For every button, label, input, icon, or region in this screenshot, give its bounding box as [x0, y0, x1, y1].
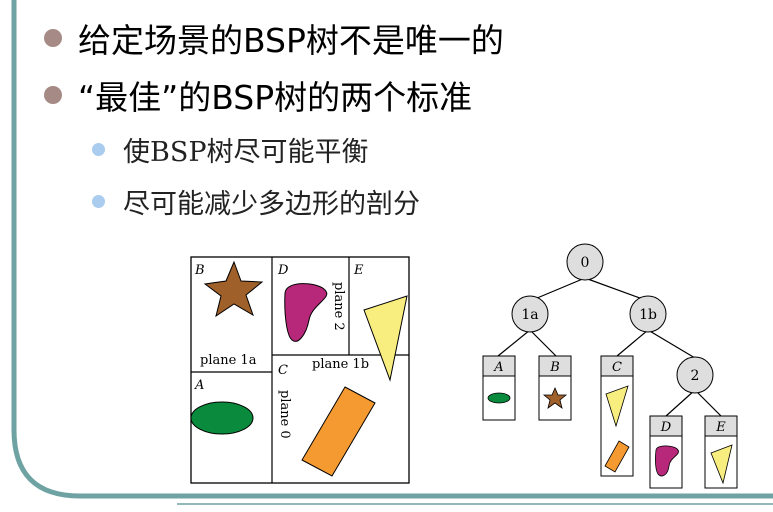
- tree-leaf-a-label: A: [493, 360, 503, 375]
- tree-leaf-e-label: E: [715, 420, 726, 435]
- blob-shape: [284, 283, 328, 342]
- tree-node-0: [566, 243, 604, 281]
- tree-node-0-label: 0: [581, 255, 590, 271]
- region-label-b: B: [194, 263, 205, 278]
- bsp-tree: 0 1a 1b 2 A B C D: [482, 243, 738, 489]
- bullet-dot: [44, 29, 62, 47]
- leaf-blob-shape: [655, 445, 679, 477]
- bullet-2: “最佳”的BSP树的两个标准: [44, 71, 472, 119]
- tree-node-2-label: 2: [691, 368, 700, 384]
- triangle-shape: [363, 295, 408, 382]
- tree-leaf-d-label: D: [660, 420, 672, 435]
- bullet-dot: [44, 86, 62, 104]
- plane-1a-label: plane 1a: [200, 353, 257, 368]
- tree-leaf-a: A: [482, 355, 516, 421]
- sub-bullet-2-text: 尽可能减少多边形的剖分: [123, 189, 420, 220]
- tree-node-1b: [629, 295, 667, 333]
- tree-leaf-d: D: [649, 415, 683, 489]
- tree-leaf-b-label: B: [549, 360, 560, 375]
- region-label-c: C: [278, 363, 288, 378]
- sub-bullet-1: 使BSP树尽可能平衡: [92, 130, 369, 169]
- tree-edges: [497, 277, 722, 417]
- tree-leaf-b: B: [538, 355, 572, 421]
- region-label-e: E: [353, 263, 364, 278]
- tree-leaf-e: E: [704, 415, 738, 489]
- tree-node-2: [676, 356, 714, 394]
- rect-shape: [301, 386, 376, 477]
- leaf-star-shape: [542, 386, 568, 409]
- sub-bullet-dot: [92, 195, 105, 208]
- sub-bullet-1-text: 使BSP树尽可能平衡: [123, 137, 369, 168]
- bullet-1-text: 给定场景的BSP树不是唯一的: [78, 21, 504, 60]
- leaf-rect-shape: [604, 440, 630, 473]
- bsp-partition-diagram: B D E A C plane 1a plane 1b plane 2 plan…: [190, 256, 410, 484]
- star-shape: [203, 260, 264, 318]
- region-label-d: D: [277, 263, 289, 278]
- ellipse-shape: [190, 401, 254, 435]
- plane-0-label: plane 0: [277, 390, 292, 439]
- tree-leaf-c-label: C: [612, 360, 622, 375]
- region-label-a: A: [194, 378, 204, 393]
- tree-leaf-c: C: [600, 355, 634, 477]
- plane-1b-label: plane 1b: [312, 357, 369, 372]
- sub-bullet-dot: [92, 143, 105, 156]
- plane-2-label: plane 2: [331, 282, 346, 331]
- leaf-ellipse-shape: [487, 392, 511, 404]
- tree-node-1a: [511, 295, 549, 333]
- bullet-1: 给定场景的BSP树不是唯一的: [44, 14, 504, 62]
- tree-node-1a-label: 1a: [521, 307, 538, 323]
- leaf-triangle-shape: [710, 444, 733, 485]
- tree-node-1b-label: 1b: [639, 307, 657, 323]
- leaf-triangle-shape: [605, 385, 629, 428]
- bullet-2-text: “最佳”的BSP树的两个标准: [78, 78, 473, 117]
- sub-bullet-2: 尽可能减少多边形的剖分: [92, 182, 420, 221]
